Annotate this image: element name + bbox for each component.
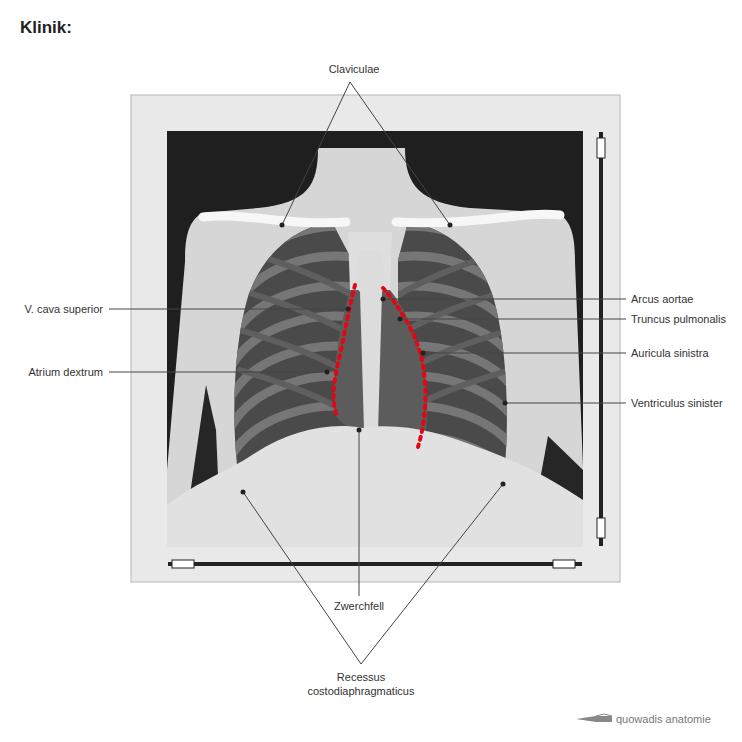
structure-label: Auricula sinistra [631, 346, 709, 360]
clavicle [203, 216, 346, 223]
structure-label: Ventriculus sinister [631, 396, 723, 410]
structure-label: Claviculae [294, 62, 414, 76]
watermark: quowadis anatomie [616, 712, 711, 726]
logo-scalpel [576, 714, 612, 722]
clavicle [396, 214, 560, 222]
diaphragm [167, 426, 583, 547]
structure-label: Truncus pulmonalis [631, 312, 726, 326]
structure-label: Zwerchfell [299, 599, 419, 613]
leader-lines [109, 82, 626, 664]
structure-label: Atrium dextrum [28, 365, 103, 379]
structure-label: Recessus costodiaphragmaticus [286, 670, 436, 698]
heart-border-right [334, 285, 355, 418]
spine [355, 250, 385, 432]
heading: Klinik: [20, 17, 72, 39]
structure-label: V. cava superior [25, 302, 103, 316]
film-frame [131, 95, 620, 582]
structure-label: Arcus aortae [631, 292, 693, 306]
scale-bar [168, 132, 605, 568]
body-silhouette [167, 148, 583, 547]
leader-dots [241, 223, 508, 495]
heart-border-left [383, 288, 425, 447]
film-ground [167, 131, 583, 547]
